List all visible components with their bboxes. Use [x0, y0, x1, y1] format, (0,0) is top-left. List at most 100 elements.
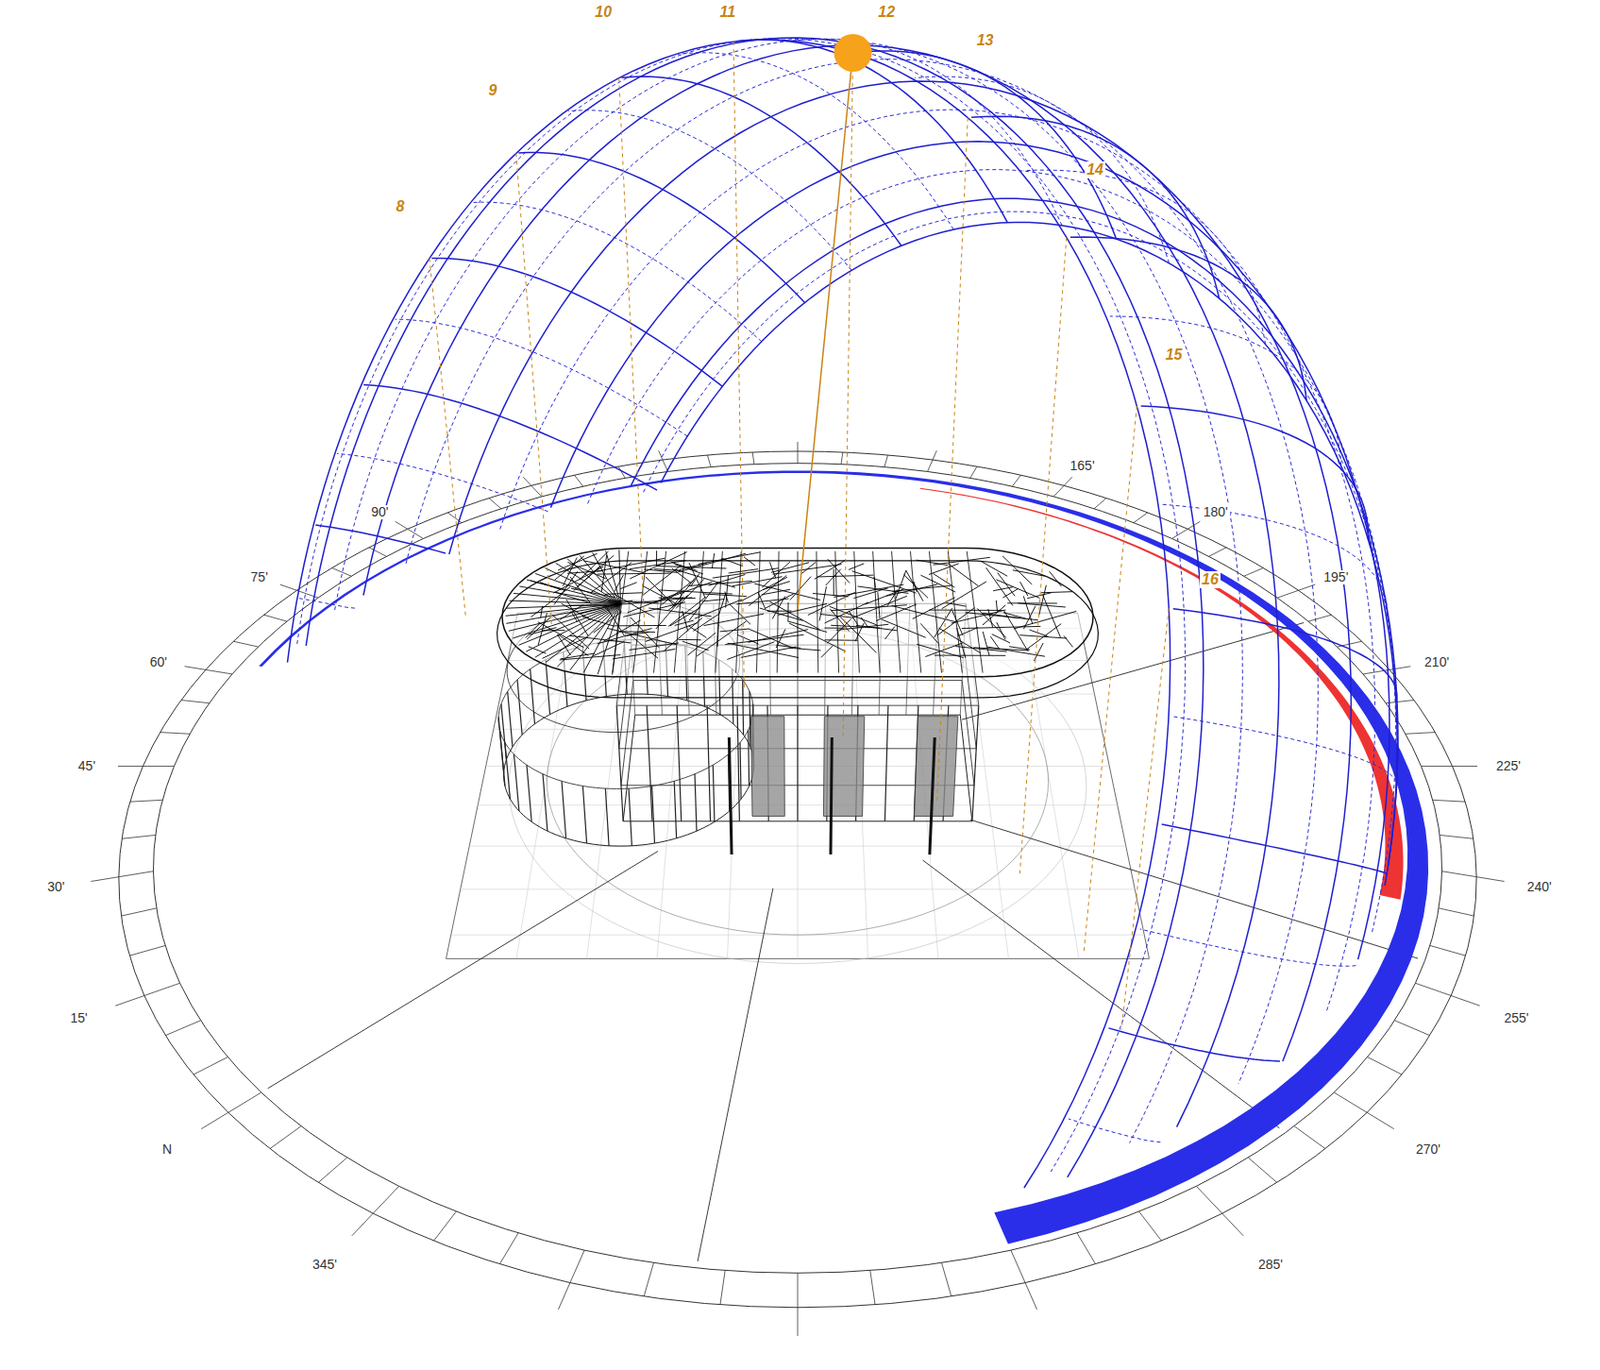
roof-hatch [928, 563, 960, 575]
roof-hatch [674, 563, 704, 573]
wall-panel [823, 716, 864, 817]
bearing-label: 225' [1494, 758, 1523, 774]
ring-tick [434, 1211, 457, 1241]
bearing-label: 270' [1414, 1142, 1443, 1157]
roof-hatch [1017, 603, 1066, 607]
sun-disc [834, 33, 873, 72]
ring-tick [129, 944, 166, 956]
roof-rafter [776, 551, 779, 674]
ring-tick [942, 1262, 952, 1297]
hour-label: 11 [717, 3, 738, 21]
sun-path-dome [287, 37, 1398, 1188]
roof-hatch [1023, 606, 1036, 629]
roof-hatch [720, 628, 750, 632]
sun-path-line [449, 81, 1352, 1062]
pillar [728, 737, 732, 855]
roof-rafter [892, 551, 901, 674]
hour-drop-line [619, 78, 646, 651]
sun-path-line [630, 198, 1398, 886]
ring-tick [233, 640, 258, 647]
ring-tick [870, 1270, 876, 1305]
roof-hatch [912, 597, 956, 620]
roof-hatch [1003, 609, 1028, 651]
roof-rafter [928, 551, 942, 674]
ring-tick [574, 474, 584, 487]
ring-tick [797, 441, 799, 464]
roof-hatch [825, 569, 842, 586]
ring-tick [160, 732, 190, 735]
roof-hatch [824, 639, 858, 640]
sun-path-dashed [336, 453, 549, 511]
ring-tick [1308, 614, 1331, 622]
bearing-label: 240' [1525, 879, 1554, 894]
drum-mullion [582, 785, 587, 843]
roof-hatch [769, 601, 820, 630]
sun-path-line [1173, 608, 1398, 703]
wall-post [737, 705, 740, 822]
bearing-label: N [160, 1142, 174, 1157]
hour-drop-line [733, 41, 744, 688]
sun-path-dashed [643, 211, 1398, 886]
roof-rafter [756, 551, 760, 674]
roof-hatch [773, 564, 843, 575]
ring-inner [152, 463, 1442, 1274]
roof-hatch [1007, 602, 1058, 604]
axis-line [970, 819, 1418, 959]
roof-rafter [505, 603, 622, 616]
roof-hatch [682, 640, 709, 651]
sun-path-line [305, 37, 1204, 1178]
roof-hatch [853, 588, 889, 599]
ring-tick [1077, 1232, 1096, 1264]
sun-ray [797, 52, 854, 609]
roof-hatch [833, 569, 835, 597]
bearing-label: 165' [1068, 458, 1097, 473]
roof-hatch [824, 627, 844, 629]
roof-hatch [571, 610, 578, 623]
ring-tick [643, 1262, 654, 1297]
roof-hatch [1063, 635, 1074, 647]
ring-tick [130, 799, 163, 802]
drum-mullion [694, 774, 697, 831]
roof-hatch [567, 571, 603, 574]
ring-tick [1333, 1092, 1394, 1129]
drum-mullion [507, 690, 513, 747]
roof-hatch [729, 604, 751, 624]
ring-tick [1385, 700, 1415, 704]
pillar [830, 737, 832, 855]
ring-tick [720, 1270, 725, 1305]
sun-path-dashed [568, 110, 852, 271]
roof-hatch [973, 647, 1029, 651]
ring-outer [118, 451, 1477, 1308]
roof-rafter [835, 551, 840, 674]
ring-tick [499, 1232, 519, 1264]
roof-hatch [769, 561, 775, 578]
ring-tick [1439, 834, 1474, 839]
roof-hatch [860, 617, 869, 628]
axis-line [922, 859, 1280, 1129]
hour-drop-line [1019, 236, 1066, 874]
ring-tick [1133, 512, 1148, 523]
roof-rafter [619, 549, 622, 604]
roof-rafter [506, 603, 622, 608]
sun-path-line [660, 221, 1398, 863]
sun-path-dashed [297, 38, 1186, 1172]
roof-hatch [790, 647, 822, 651]
roof-hatch [660, 579, 694, 606]
bearing-label: 45' [76, 758, 98, 774]
hour-drop-line [842, 52, 853, 739]
roof-hatch [951, 609, 1007, 624]
wall-post [676, 705, 682, 822]
roof-hatch [819, 586, 826, 621]
roof-hatch [696, 621, 747, 657]
roof-hatch [1002, 588, 1019, 598]
roof-rafter [736, 551, 742, 674]
ring-tick [395, 521, 424, 539]
ring-tick [121, 834, 156, 839]
drum-mullion [561, 780, 567, 839]
bearing-label: 210' [1422, 655, 1451, 670]
bearing-label: 90' [369, 505, 390, 520]
roof-hatch [787, 621, 827, 633]
roof-hatch [688, 632, 717, 656]
sun-path-dashed [335, 39, 1244, 1144]
roof-hatch [992, 634, 1011, 643]
